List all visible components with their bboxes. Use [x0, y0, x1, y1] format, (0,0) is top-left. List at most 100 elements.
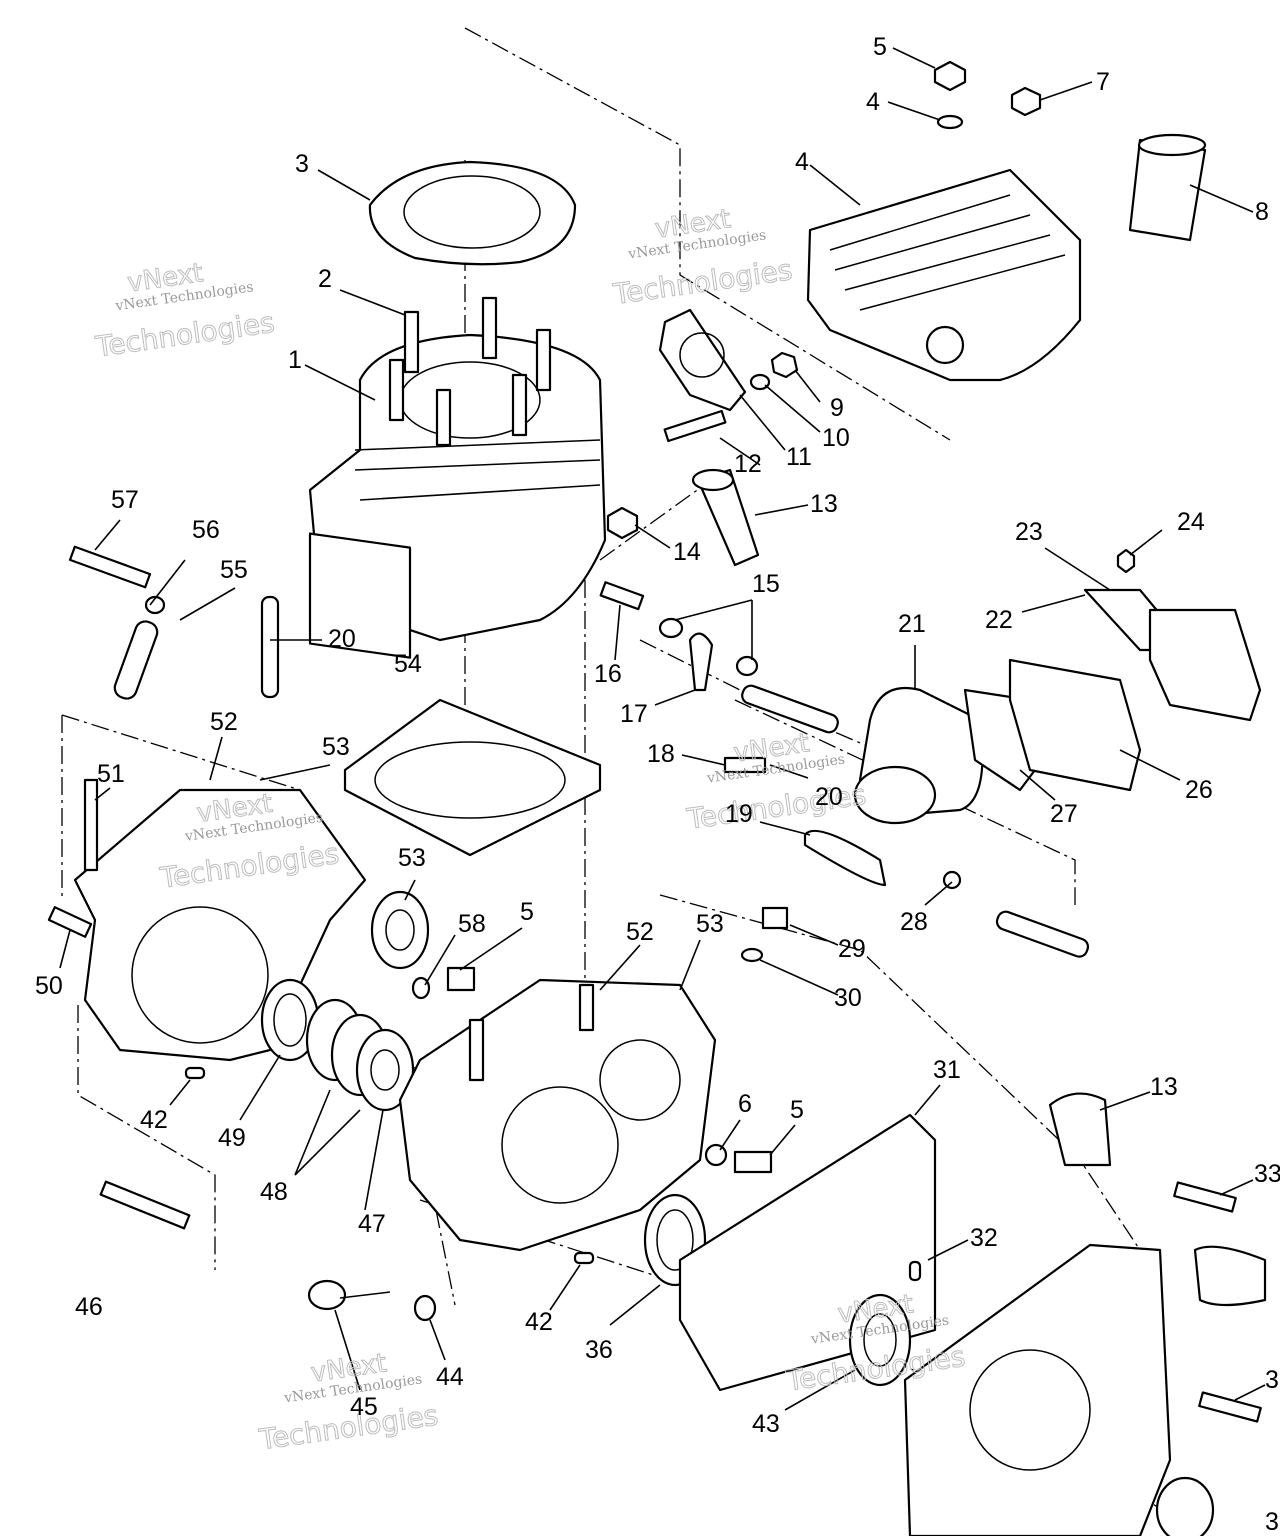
callout-45: 45 [350, 1393, 378, 1421]
washer-15b [735, 655, 759, 677]
watermark-4: vNext vNext Technologies Technologies [684, 728, 869, 836]
tube-56 [113, 620, 159, 700]
callout-36: 36 [585, 1336, 613, 1364]
callout-32: 32 [970, 1224, 998, 1252]
bolt-46 [99, 1180, 191, 1230]
nut-9 [770, 351, 799, 379]
washer-30 [740, 947, 764, 963]
bolt-58 [68, 545, 152, 589]
callout-13-top: 13 [810, 490, 838, 518]
callout-51: 51 [97, 760, 125, 788]
washer-5 [936, 114, 964, 130]
nut-24 [1116, 548, 1136, 574]
fitting-right [1193, 1245, 1267, 1307]
callout-19: 19 [725, 800, 753, 828]
callout-15: 15 [752, 570, 780, 598]
callout-11: 11 [786, 443, 812, 471]
callout-5-top: 4 [866, 88, 880, 116]
watermark-1: vNext vNext Technologies Technologies [92, 258, 277, 364]
callout-23: 23 [1015, 518, 1043, 546]
bolt-head-6 [933, 60, 967, 92]
parts [47, 60, 1267, 1536]
washer-15a [658, 617, 684, 639]
dowel-pin-42a [184, 1066, 206, 1080]
callout-7: 7 [1096, 68, 1110, 96]
callout-57: 56 [192, 516, 220, 544]
carb-gasket [1148, 608, 1262, 722]
callout-21: 21 [898, 610, 926, 638]
callout-52-mid: 52 [626, 918, 654, 946]
callout-3-right-a: 3 [1265, 1366, 1279, 1394]
callout-14: 14 [673, 538, 701, 566]
callout-53-top: 53 [322, 733, 350, 761]
callout-52-top: 52 [210, 708, 238, 736]
callout-3-right-b: 3 [1265, 1508, 1279, 1536]
callout-28: 28 [900, 908, 928, 936]
washer-5b [411, 976, 431, 1000]
callout-30: 30 [834, 984, 862, 1012]
temperature-sleeve [1128, 133, 1207, 242]
svg-text:Technologies: Technologies [257, 1399, 441, 1457]
callout-16: 16 [594, 660, 622, 688]
callout-27: 27 [1050, 800, 1078, 828]
nut-14 [606, 506, 639, 540]
callout-2: 2 [318, 265, 332, 293]
bolt-50 [47, 906, 93, 938]
watermark-2: vNext vNext Technologies Technologies [610, 204, 795, 312]
seal-right [1155, 1476, 1215, 1536]
crankcase-cover [903, 1243, 1172, 1536]
crankcase-right [398, 978, 717, 1252]
callout-12: 12 [734, 450, 762, 478]
callout-17: 17 [620, 700, 648, 728]
callout-49: 49 [218, 1124, 246, 1152]
callout-33: 33 [1254, 1160, 1280, 1188]
callout-42-left: 42 [140, 1106, 168, 1134]
base-gasket [343, 698, 602, 857]
screw-28 [942, 870, 962, 890]
callout-1: 1 [288, 346, 302, 374]
clamp [803, 829, 887, 887]
callout-31: 31 [933, 1056, 961, 1084]
svg-text:Technologies: Technologies [93, 306, 277, 364]
callout-18: 18 [647, 740, 675, 768]
head-gasket [368, 160, 577, 266]
exhaust-gasket [658, 308, 747, 412]
strap-28 [995, 910, 1090, 958]
callout-6-top: 5 [873, 33, 887, 61]
strap-20a [260, 595, 280, 699]
callout-56: 55 [220, 556, 248, 584]
cylinder-head [806, 168, 1082, 382]
bearing-47 [355, 1028, 415, 1112]
cylinder [308, 333, 607, 659]
callout-13-low: 13 [1150, 1073, 1178, 1101]
dowel-pin-32 [908, 1260, 922, 1282]
nut-7 [1010, 86, 1042, 117]
callout-53-mid: 53 [696, 910, 724, 938]
callout-47: 47 [358, 1210, 386, 1238]
bolt-16 [599, 581, 645, 611]
bearing-43 [848, 1293, 912, 1387]
callout-3: 3 [295, 150, 309, 178]
callout-24: 24 [1177, 508, 1205, 536]
bearing-54 [370, 890, 430, 970]
callout-22: 22 [985, 606, 1013, 634]
callout-6-mid: 5 [520, 898, 534, 926]
exhaust-stud [663, 409, 727, 443]
bolt-33b [1198, 1391, 1262, 1423]
studs [388, 296, 552, 447]
lock-washer-10 [749, 373, 771, 391]
crank-seal-49 [260, 978, 320, 1062]
callout-5-low: 6 [738, 1090, 752, 1118]
banjo-fitting [688, 632, 714, 692]
plug-29 [761, 906, 789, 930]
callout-42-mid: 42 [525, 1308, 553, 1336]
bolt-33a [1173, 1181, 1237, 1213]
callout-46: 46 [75, 1293, 103, 1321]
callout-labels: 5 4 7 4 8 3 2 1 9 10 11 12 13 14 15 16 1… [35, 33, 1280, 1536]
callout-26: 26 [1185, 776, 1213, 804]
reed-gasket [1008, 658, 1142, 792]
callout-10: 10 [822, 424, 850, 452]
callout-48: 48 [260, 1178, 288, 1206]
bolt-6c [733, 1150, 773, 1174]
